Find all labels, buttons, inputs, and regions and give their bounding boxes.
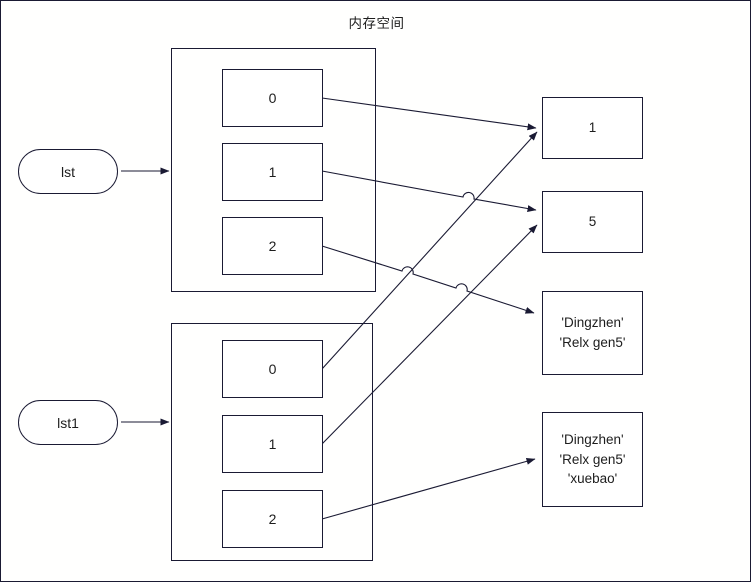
lst-cell-2[interactable]: 2 (222, 217, 323, 275)
page-title: 内存空间 (348, 16, 405, 31)
lst1-cell-2[interactable]: 2 (222, 490, 323, 548)
lst-cell-1[interactable]: 1 (222, 143, 323, 201)
value-list-two-line-1: 'Relx gen5' (559, 335, 626, 350)
lst-cell-0-label: 0 (268, 90, 277, 106)
value-list-two[interactable]: 'Dingzhen' 'Relx gen5' (542, 291, 643, 375)
lst-cell-1-label: 1 (268, 164, 277, 180)
value-int-5[interactable]: 5 (542, 191, 643, 253)
variable-node-lst-label: lst (61, 163, 75, 180)
lst1-list-container (171, 323, 373, 561)
lst-cell-0[interactable]: 0 (222, 69, 323, 127)
value-int-1-line-0: 1 (588, 120, 597, 136)
variable-node-lst1-label: lst1 (57, 414, 79, 431)
value-list-three-line-2: 'xuebao' (567, 471, 618, 487)
value-int-5-line-0: 5 (588, 214, 597, 230)
lst1-cell-1-label: 1 (268, 436, 277, 452)
lst1-cell-1[interactable]: 1 (222, 415, 323, 473)
value-list-three-line-0: 'Dingzhen' (561, 432, 624, 448)
variable-node-lst[interactable]: lst (18, 149, 118, 194)
value-int-1[interactable]: 1 (542, 97, 643, 159)
lst1-cell-0[interactable]: 0 (222, 340, 323, 398)
lst-cell-2-label: 2 (268, 238, 277, 254)
variable-node-lst1[interactable]: lst1 (18, 400, 118, 445)
lst1-cell-2-label: 2 (268, 511, 277, 527)
lst1-cell-0-label: 0 (268, 361, 277, 377)
value-list-three[interactable]: 'Dingzhen' 'Relx gen5' 'xuebao' (542, 412, 643, 507)
value-list-three-line-1: 'Relx gen5' (559, 451, 626, 467)
lst-list-container (171, 48, 376, 292)
value-list-two-line-0: 'Dingzhen' (561, 315, 624, 331)
